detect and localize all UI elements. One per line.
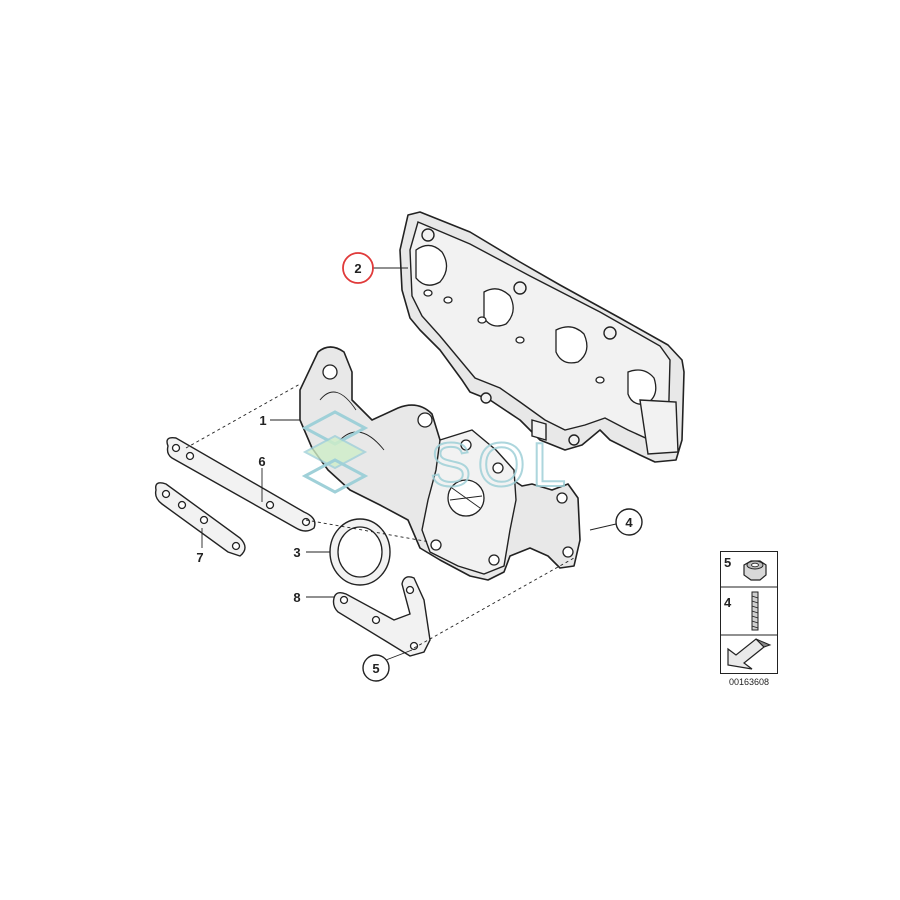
legend-label-5: 5 bbox=[724, 555, 731, 570]
part-3-gasket-ring bbox=[329, 518, 391, 586]
callout-4: 4 bbox=[625, 515, 633, 530]
part-7-gasket-strip bbox=[154, 482, 246, 557]
callout-2: 2 bbox=[354, 261, 361, 276]
callout-4-circle bbox=[615, 508, 643, 536]
watermark: SOL bbox=[301, 410, 572, 501]
callouts: 2 1 6 7 3 8 4 5 bbox=[196, 252, 643, 682]
direction-arrow-icon bbox=[727, 638, 772, 670]
assembly-lines bbox=[185, 383, 575, 649]
callout-1: 1 bbox=[259, 413, 266, 428]
callout-7: 7 bbox=[196, 550, 203, 565]
part-8-gasket-bracket bbox=[332, 576, 431, 657]
callout-5: 5 bbox=[372, 661, 379, 676]
part-1-exhaust-manifold bbox=[299, 346, 581, 581]
hardware-legend: 5 4 bbox=[720, 551, 778, 674]
part-6-gasket-strip bbox=[166, 436, 316, 532]
leader-lines bbox=[201, 267, 617, 661]
callout-2-highlight bbox=[342, 252, 374, 284]
callout-3: 3 bbox=[293, 545, 300, 560]
legend-label-4: 4 bbox=[724, 595, 732, 610]
watermark-text: SOL bbox=[430, 431, 572, 500]
part-2-heat-shield bbox=[399, 211, 685, 463]
diagram-code: 00163608 bbox=[728, 677, 770, 687]
callout-8: 8 bbox=[293, 590, 300, 605]
callout-6: 6 bbox=[258, 454, 265, 469]
nut-icon bbox=[743, 560, 767, 581]
callout-5-circle bbox=[362, 654, 390, 682]
stud-icon bbox=[751, 591, 759, 631]
